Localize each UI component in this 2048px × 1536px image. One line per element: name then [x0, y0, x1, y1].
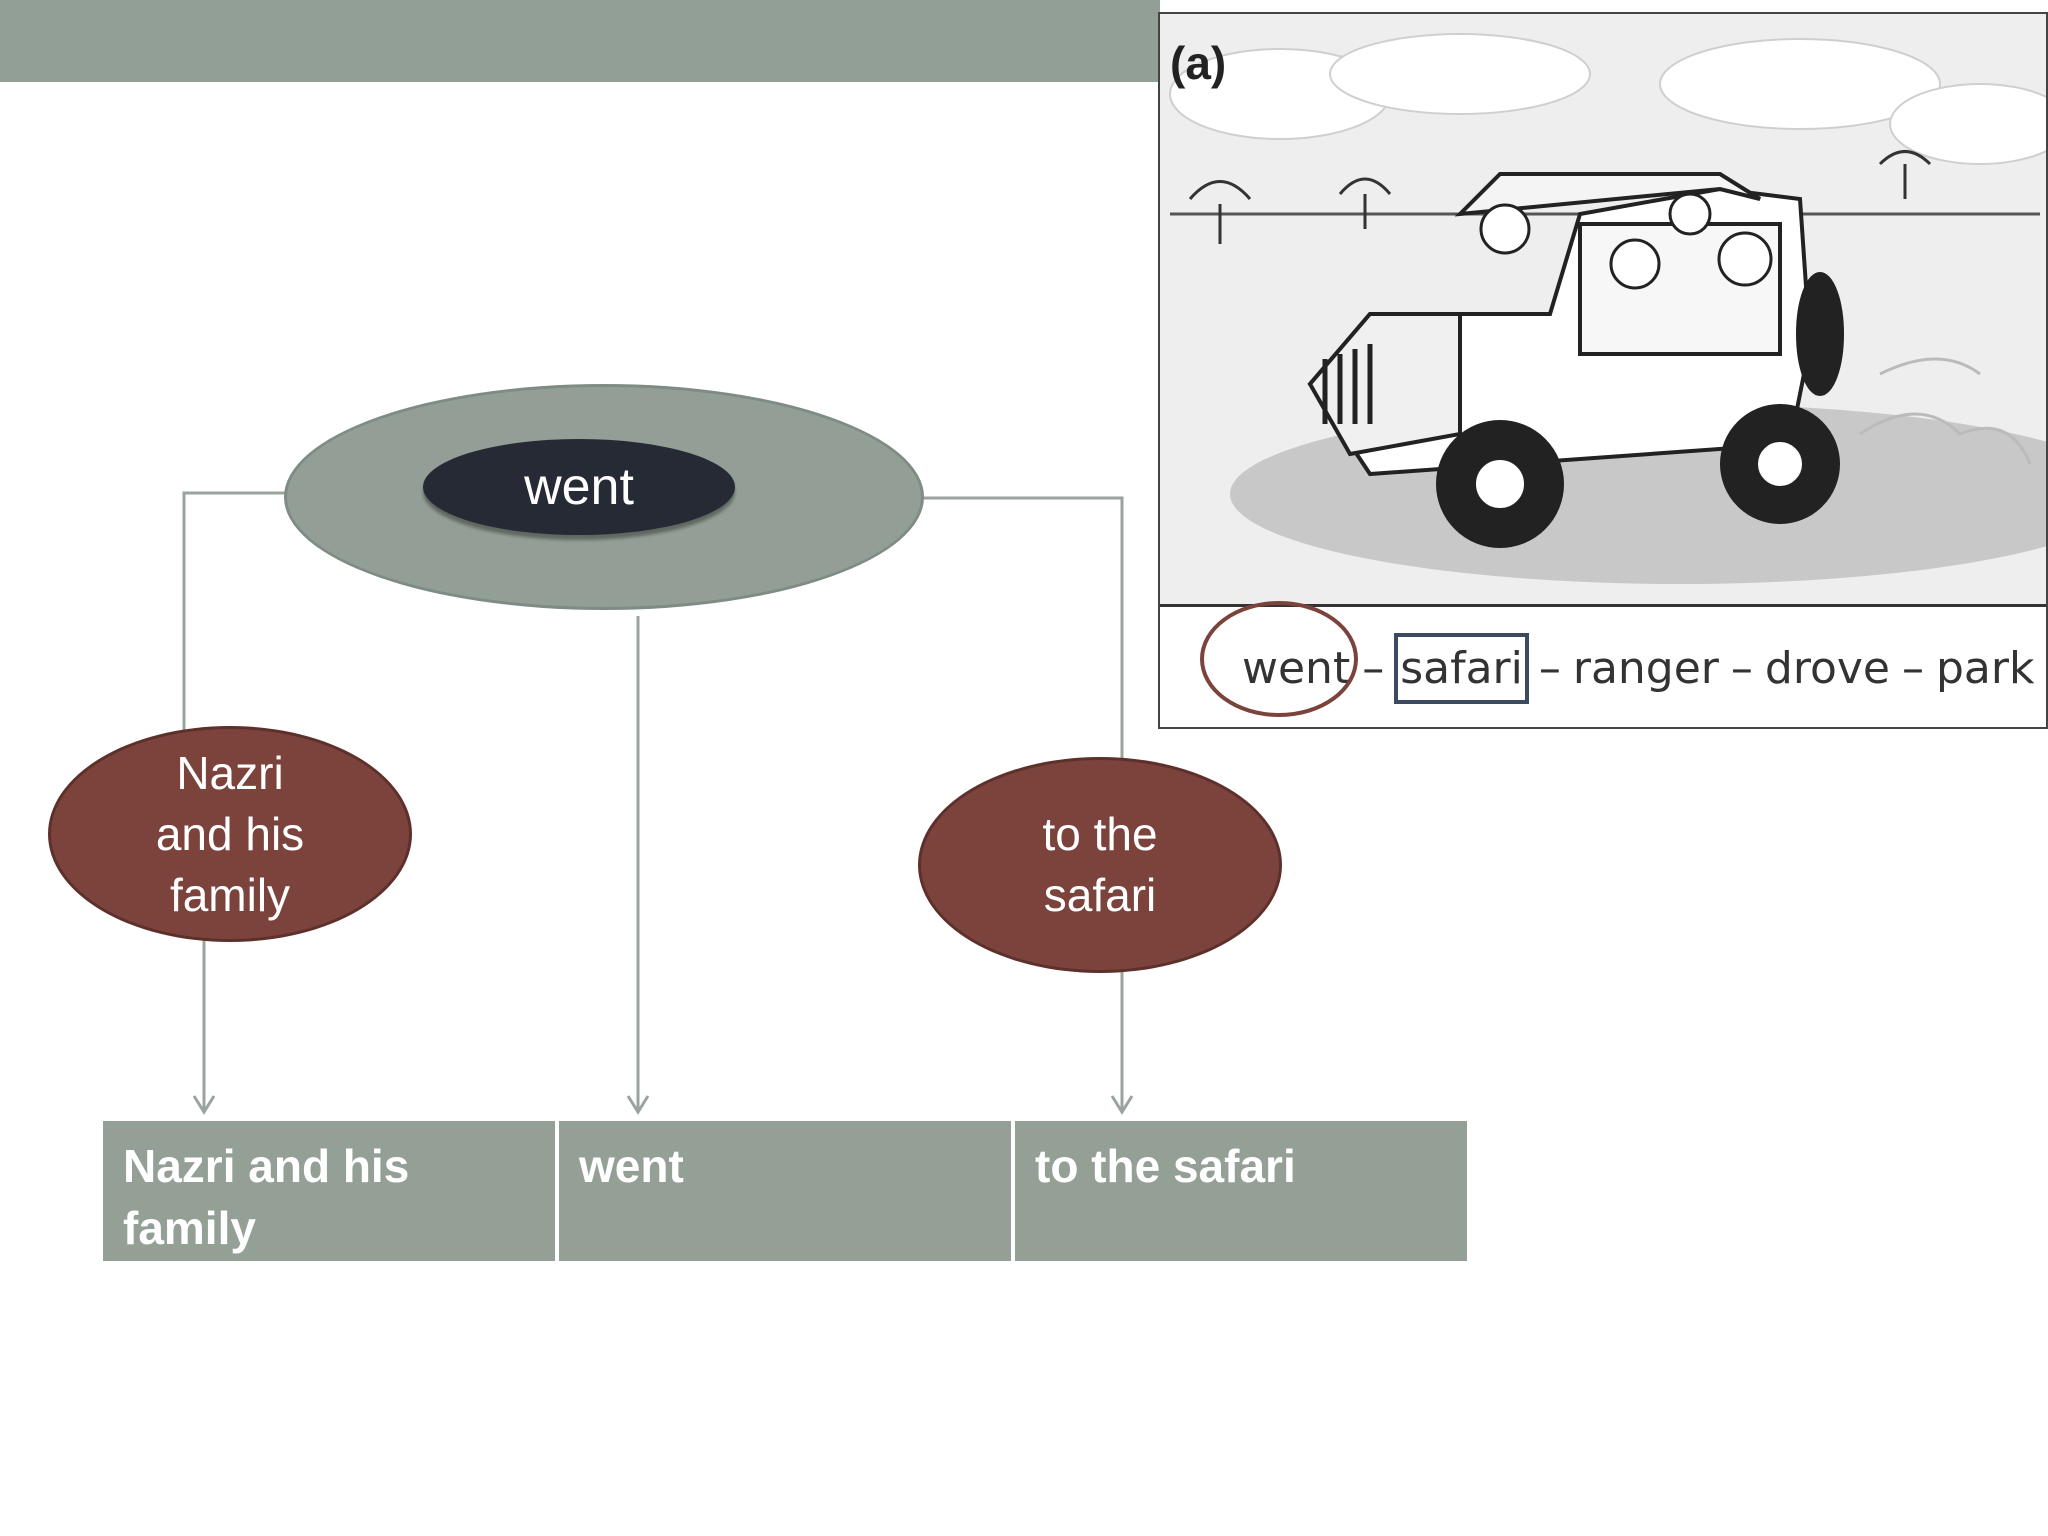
passengers-icon — [1479, 192, 1773, 290]
jeep-icon — [1307, 172, 1844, 548]
word-separator: – — [1538, 642, 1561, 694]
object-line: to the — [1042, 808, 1158, 860]
verb-label: went — [524, 458, 634, 516]
arrowhead-object — [1110, 1095, 1134, 1115]
subject-line: and his — [155, 807, 305, 860]
word-separator: – — [1730, 642, 1753, 694]
answer-cell-verb: went — [559, 1121, 1011, 1261]
answer-cell-subject: Nazri and his family — [103, 1121, 555, 1261]
subject-label: Nazri and his family — [156, 743, 304, 926]
word-ranger: ranger — [1572, 642, 1719, 694]
answer-cell-object: to the safari — [1015, 1121, 1467, 1261]
safari-jeep-illustration — [1160, 14, 2046, 604]
answer-table: Nazri and his family went to the safari — [103, 1121, 1467, 1261]
subject-node: Nazri and his family — [48, 726, 412, 942]
header-bar — [0, 0, 1160, 82]
word-went-circled: went — [1199, 600, 1359, 717]
arrowhead-subject — [192, 1095, 216, 1115]
picture-label: (a) — [1170, 37, 1227, 89]
arrowhead-verb — [626, 1095, 650, 1115]
word-list: went – safari – ranger – drove – park — [1160, 600, 2046, 727]
tree-icon — [1188, 150, 1932, 244]
picture-panel: (a) went – safari – ranger – drove – par… — [1158, 12, 2048, 729]
word-park: park — [1935, 642, 2035, 694]
connector-left — [182, 491, 286, 750]
verb-node: went — [423, 439, 735, 535]
subject-line: family — [169, 868, 291, 921]
subject-line: Nazri — [176, 746, 284, 799]
word-separator: – — [1901, 642, 1924, 694]
connector-right — [922, 496, 1124, 760]
object-line: safari — [1043, 869, 1157, 921]
word-separator: – — [1362, 642, 1385, 694]
dust-cloud-icon — [1859, 357, 2032, 465]
object-label: to the safari — [1042, 804, 1157, 926]
word-drove: drove — [1764, 642, 1890, 694]
word-safari-boxed: safari — [1394, 632, 1529, 704]
object-node: to the safari — [918, 757, 1282, 973]
